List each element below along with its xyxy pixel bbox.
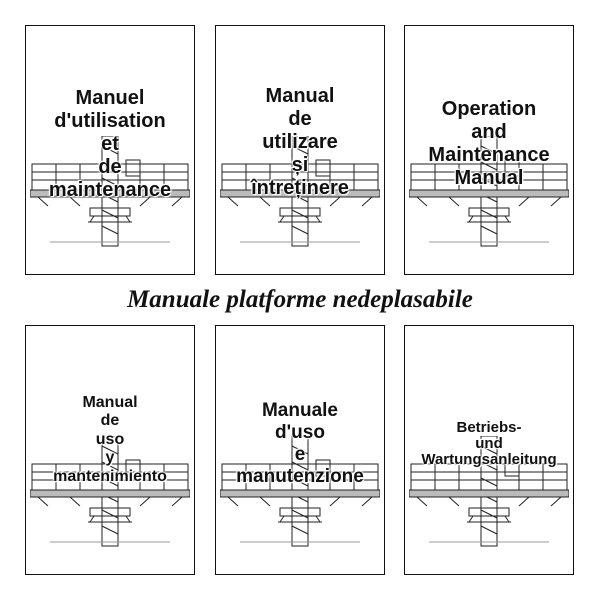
manual-cover-german: Betriebs- und Wartungsanleitung <box>404 325 574 575</box>
title-line: Maintenance <box>428 144 550 166</box>
manual-cover-italian: Manuale d'uso e manutenzione <box>215 325 385 575</box>
title-line: et <box>101 133 119 155</box>
title-line: de <box>288 108 312 130</box>
manual-title: Manuel d'utilisation et de maintenance <box>26 87 194 202</box>
title-line: und <box>475 434 503 452</box>
page-heading: Manuale platforme nedeplasabile <box>127 286 473 313</box>
title-line: întreținere <box>251 177 349 199</box>
title-line: y <box>105 449 115 467</box>
title-line: Manuel <box>75 87 145 109</box>
title-line: Betriebs- <box>456 419 522 436</box>
manual-cover-spanish: Manual de uso y mantenimiento <box>25 325 195 575</box>
title-line: utilizare <box>262 131 338 153</box>
manual-title: Betriebs- und Wartungsanleitung <box>405 420 573 467</box>
manual-title: Manual de utilizare și întreținere <box>216 85 384 200</box>
title-line: manutenzione <box>236 465 364 487</box>
title-line: Manual <box>265 85 335 107</box>
title-line: Manual <box>82 394 138 411</box>
manual-cover-french: Manuel d'utilisation et de maintenance <box>25 25 195 275</box>
title-line: de <box>100 412 120 430</box>
title-line: maintenance <box>48 179 172 201</box>
title-line: d'uso <box>275 421 325 443</box>
title-line: mantenimiento <box>53 467 167 485</box>
title-line: e <box>294 443 306 465</box>
manual-cover-english: Operation and Maintenance Manual <box>404 25 574 275</box>
manual-title: Manuale d'uso e manutenzione <box>216 400 384 487</box>
title-line: and <box>471 121 507 143</box>
manual-title: Operation and Maintenance Manual <box>405 98 573 190</box>
title-line: d'utilisation <box>54 110 166 132</box>
manual-cover-romanian: Manual de utilizare și întreținere <box>215 25 385 275</box>
title-line: Wartungsanleitung <box>421 450 557 468</box>
manual-title: Manual de uso y mantenimiento <box>26 394 194 486</box>
title-line: Manuale <box>261 400 339 421</box>
title-line: Operation <box>441 98 537 120</box>
title-line: Manual <box>454 167 524 189</box>
title-line: și <box>291 154 309 176</box>
title-line: de <box>98 156 122 178</box>
title-line: uso <box>95 430 125 448</box>
